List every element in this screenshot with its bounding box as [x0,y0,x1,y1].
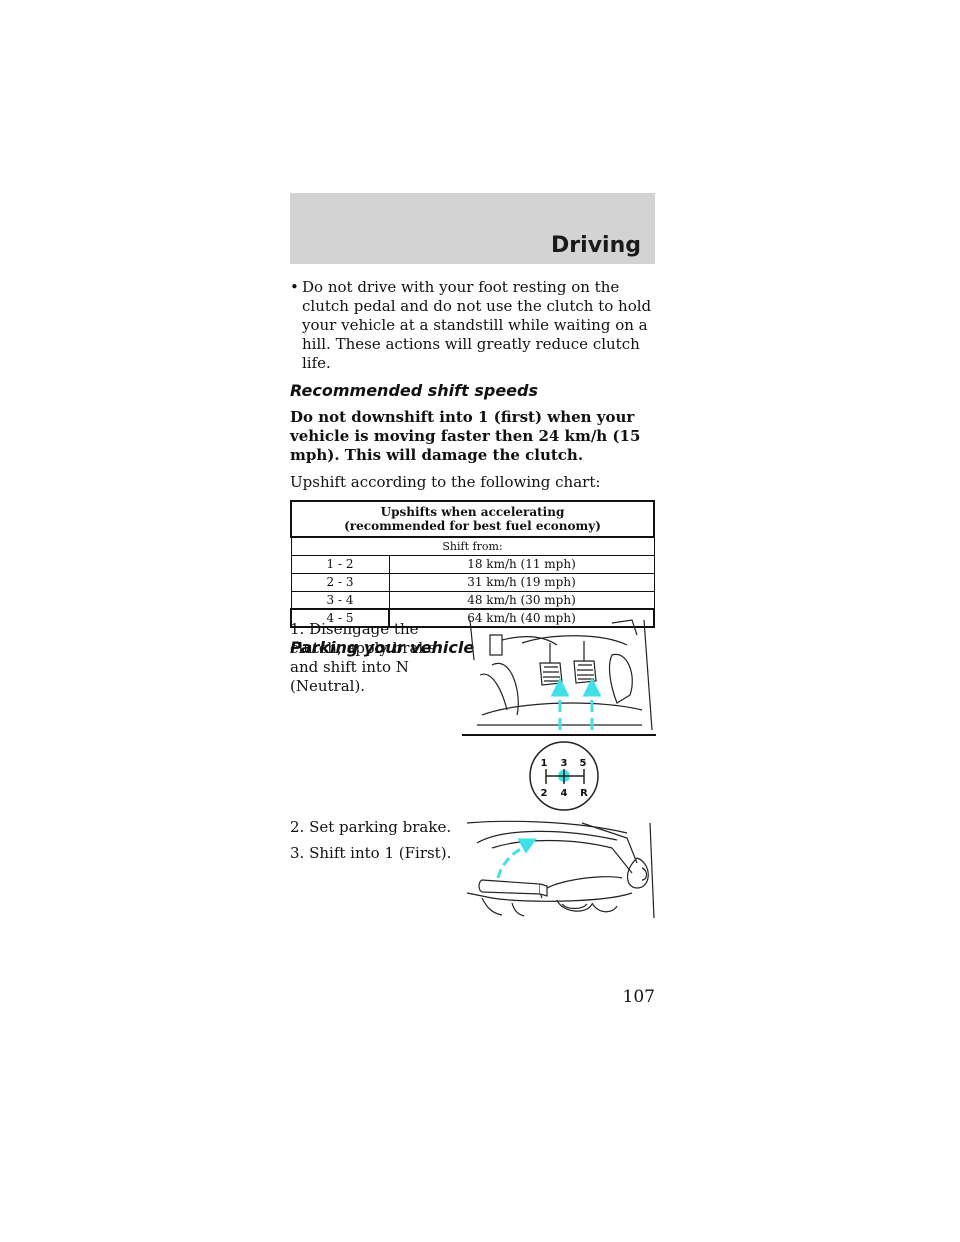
section-title: Driving [551,233,641,258]
gear-label: 2 [541,788,548,799]
gear-cell: 4 - 5 [290,608,390,628]
speed-cell: 64 km/h (40 mph) [388,608,655,628]
pedal-illustration [469,619,653,731]
gear-cell: 1 - 2 [290,554,390,574]
header-band: Driving [290,193,655,264]
gear-label: R [580,788,588,799]
gear-label: 4 [561,788,568,799]
shift-speed-table: Upshifts when accelerating (recommended … [290,500,655,628]
table-title-line1: Upshifts when accelerating [380,505,565,519]
heading-parking: Parking your vehicle [290,638,475,657]
intro-text: Upshift according to the following chart… [290,473,601,491]
brake-pedal [573,660,597,684]
speed-cell: 18 km/h (11 mph) [388,554,655,574]
table-subheader: Shift from: [290,536,655,556]
speed-cell: 31 km/h (19 mph) [388,572,655,592]
table-title-line2: (recommended for best fuel economy) [344,519,601,533]
table-title: Upshifts when accelerating (recommended … [290,500,655,538]
gear-label: 1 [541,758,548,769]
brake-lever [478,879,548,897]
table-row: 2 - 3 31 km/h (19 mph) [290,572,655,592]
table-row: 3 - 4 48 km/h (30 mph) [290,590,655,610]
bullet-paragraph: • Do not drive with your foot resting on… [290,278,658,373]
gear-cell: 3 - 4 [290,590,390,610]
heading-shift-speeds: Recommended shift speeds [290,381,538,400]
gear-label: 3 [561,758,568,769]
step-1-text: 1. Disengage the clutch, apply brake and… [290,620,437,695]
figure-divider [462,734,656,736]
step-2-text: 2. Set parking brake. [290,818,452,836]
step-3-text: 3. Shift into 1 (First). [290,844,452,862]
table-row: 4 - 5 64 km/h (40 mph) [290,608,655,628]
warning-text: Do not downshift into 1 (first) when you… [290,408,641,464]
bullet-dot: • [290,278,299,296]
bullet-text: Do not drive with your foot resting on t… [302,278,652,372]
page-number: 107 [622,987,655,1007]
table-row: 1 - 2 18 km/h (11 mph) [290,554,655,574]
gear-cell: 2 - 3 [290,572,390,592]
speed-cell: 48 km/h (30 mph) [388,590,655,610]
main-content: • Do not drive with your foot resting on… [290,278,658,657]
shift-pattern-icon: 1 3 5 2 4 R [529,741,599,811]
gear-label: 5 [580,758,587,769]
parking-brake-illustration [466,820,655,918]
